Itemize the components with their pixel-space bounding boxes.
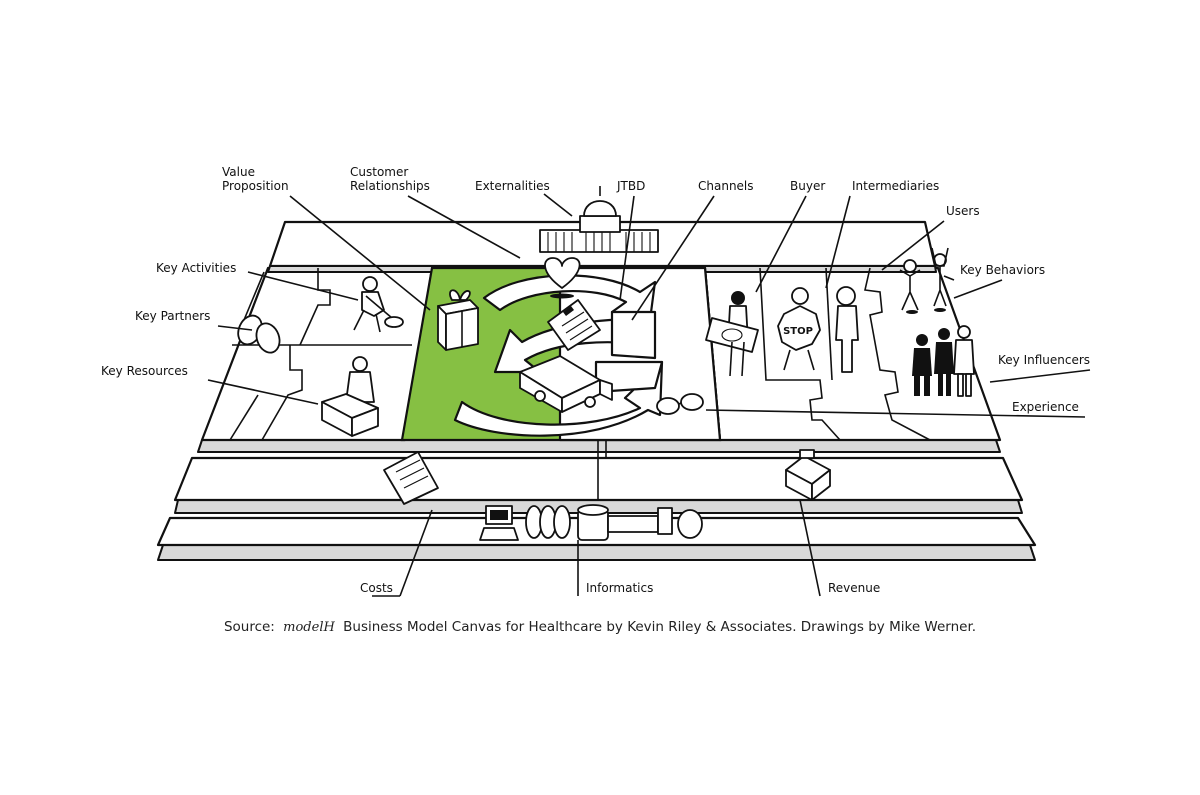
label-jtbd: JTBD <box>616 179 645 193</box>
label-channels: Channels <box>698 179 754 193</box>
source-caption: Source: modelH Business Model Canvas for… <box>0 619 1200 635</box>
pipes-icon <box>525 504 703 541</box>
label-customer-relationships-1: Customer <box>350 165 408 179</box>
heart-icon <box>544 257 581 299</box>
bottom-plank <box>156 516 1037 561</box>
label-externalities: Externalities <box>475 179 550 193</box>
label-value-proposition-2: Proposition <box>222 179 289 193</box>
label-experience: Experience <box>1012 400 1079 414</box>
caption-prefix: Source: <box>223 619 275 635</box>
label-key-activities: Key Activities <box>156 261 236 275</box>
group-icon <box>912 325 975 397</box>
label-value-proposition-1: Value <box>222 165 255 179</box>
document-icon <box>383 451 439 505</box>
gift-icon <box>437 289 479 351</box>
label-buyer: Buyer <box>790 179 825 193</box>
label-intermediaries: Intermediaries <box>852 179 939 193</box>
capitol-icon <box>539 186 659 253</box>
svg-text:STOP: STOP <box>783 326 813 337</box>
stop-sign-icon: STOP <box>777 287 821 371</box>
box-worker-icon <box>321 356 379 437</box>
label-users: Users <box>946 204 980 218</box>
money-person-icon <box>705 291 759 377</box>
label-customer-relationships-2: Relationships <box>350 179 430 193</box>
standing-user-icon <box>835 286 859 373</box>
glasses-icon <box>656 393 704 415</box>
label-key-behaviors: Key Behaviors <box>960 263 1045 277</box>
labels: Value Proposition Customer Relationships… <box>101 165 1090 595</box>
cash-register-icon <box>785 449 831 501</box>
caption-brand-logo: modelH <box>283 620 335 635</box>
label-key-resources: Key Resources <box>101 364 188 378</box>
users-icon <box>899 247 949 314</box>
caption-text: Business Model Canvas for Healthcare by … <box>343 619 977 635</box>
label-key-partners: Key Partners <box>135 309 210 323</box>
truck-icon <box>519 355 613 413</box>
label-revenue: Revenue <box>828 581 880 595</box>
clipboard-icon <box>547 299 601 351</box>
computer-icon <box>479 505 519 541</box>
label-key-influencers: Key Influencers <box>998 353 1090 367</box>
flow-arrows <box>453 274 664 437</box>
label-informatics: Informatics <box>586 581 653 595</box>
leader-lines <box>207 193 1091 597</box>
label-costs: Costs <box>360 581 393 595</box>
shovel-worker-icon <box>353 276 404 333</box>
